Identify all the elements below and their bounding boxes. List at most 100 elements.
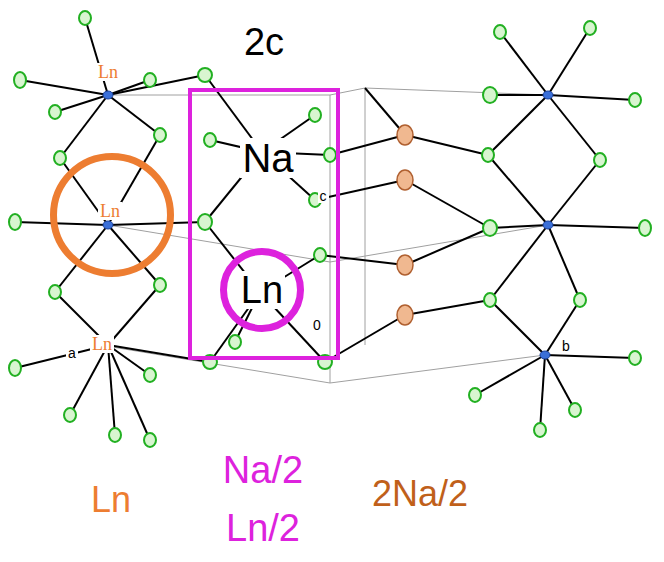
cell-edge [330, 355, 545, 383]
atom [569, 403, 581, 417]
atom [540, 351, 550, 359]
bond [490, 300, 545, 355]
site-caption: Ln [91, 482, 131, 518]
bond [108, 345, 150, 440]
na-atoms [397, 125, 413, 325]
atom [629, 351, 641, 365]
atom [534, 423, 546, 437]
bond [15, 222, 108, 225]
atom [229, 335, 241, 349]
atom [144, 368, 156, 382]
cell-edge [100, 345, 330, 383]
axis-label: c [318, 189, 329, 203]
atom [204, 133, 216, 147]
highlight-circle: Ln [220, 248, 304, 332]
atom [144, 73, 156, 87]
atom [397, 125, 413, 145]
atom [484, 293, 496, 307]
axis-label: b [560, 339, 572, 353]
atom [198, 214, 212, 230]
highlight-circle-shape [224, 252, 301, 329]
bond [548, 95, 600, 160]
bond [330, 135, 405, 155]
site-label: Na [240, 138, 295, 178]
site-label: Ln [239, 271, 285, 309]
bond [60, 95, 108, 158]
atom [49, 285, 61, 299]
atom [482, 148, 494, 162]
site-caption: Ln/2 [226, 509, 300, 547]
site-caption: Na/2 [223, 451, 303, 489]
atom [543, 91, 553, 99]
bond [320, 255, 405, 265]
atom [9, 360, 21, 376]
bond [545, 355, 635, 358]
bond [490, 225, 548, 228]
site-caption: 2Na/2 [372, 476, 468, 512]
bonds [15, 18, 645, 440]
bond [548, 160, 600, 225]
atom-label: Ln [98, 202, 122, 220]
bond [500, 32, 548, 95]
atom [494, 25, 506, 39]
highlight-circle-shape [54, 157, 171, 274]
bond [85, 18, 108, 95]
atom [584, 21, 596, 35]
atom [324, 148, 336, 162]
atom [574, 293, 586, 307]
bond [108, 285, 160, 345]
atom [103, 221, 113, 229]
bond [55, 225, 108, 292]
atom-label: Ln [96, 63, 120, 81]
atom [49, 105, 61, 119]
cell-edge [330, 95, 331, 383]
bond [548, 95, 635, 100]
bond [405, 228, 490, 265]
atom [79, 11, 91, 25]
bond [315, 180, 405, 200]
atom [54, 151, 66, 165]
atom [483, 220, 497, 236]
bond [108, 95, 160, 135]
bond [540, 355, 545, 430]
bond [545, 300, 580, 355]
highlight-circle: Ln [50, 153, 174, 277]
bond [490, 94, 548, 96]
bond [488, 95, 548, 155]
atom [144, 433, 156, 447]
bond [405, 300, 490, 315]
bond [548, 225, 645, 228]
atom [483, 87, 497, 103]
bond [55, 95, 108, 112]
cell-edge [365, 88, 366, 345]
cell-edge [108, 225, 330, 262]
atom [314, 248, 326, 262]
atom [198, 68, 212, 82]
atom [64, 408, 76, 422]
multiplicity-label: 2c [244, 23, 284, 61]
atom [309, 108, 321, 122]
bond [490, 225, 548, 300]
atom [639, 220, 651, 236]
bond [405, 180, 490, 228]
atom [469, 388, 481, 402]
atom [154, 278, 166, 292]
atom [629, 93, 641, 107]
bond [545, 355, 575, 410]
atom [103, 91, 113, 99]
atom [594, 153, 606, 167]
oxygen-atoms [9, 11, 651, 447]
cell-edge [330, 225, 548, 262]
atom [397, 170, 413, 190]
bond [548, 28, 590, 95]
bond [405, 135, 488, 155]
bond [488, 155, 548, 225]
atom [397, 255, 413, 275]
atom [397, 305, 413, 325]
atom-label: Ln [90, 335, 114, 353]
atom [109, 428, 121, 442]
axis-label: a [66, 346, 78, 360]
atom [154, 128, 166, 142]
